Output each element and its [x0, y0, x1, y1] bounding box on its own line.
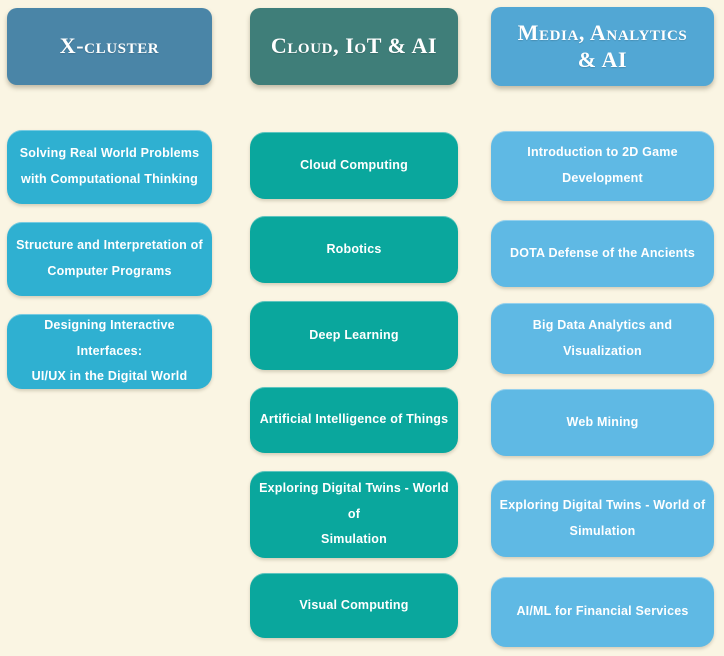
card-visual-computing[interactable]: Visual Computing — [250, 573, 458, 638]
card-robotics[interactable]: Robotics — [250, 216, 458, 283]
card-label: AI/ML for Financial Services — [516, 604, 689, 619]
column-header-media-analytics-ai: Media, Analytics & AI — [491, 7, 714, 86]
card-label: Introduction to 2D Game Development — [527, 145, 678, 185]
card-designing-interactive-interfaces[interactable]: Designing Interactive Interfaces: UI/UX … — [7, 314, 212, 389]
card-exploring-digital-twins-media[interactable]: Exploring Digital Twins - World of Simul… — [491, 480, 714, 557]
card-label: Exploring Digital Twins - World of Simul… — [499, 497, 706, 538]
card-aiml-for-financial-services[interactable]: AI/ML for Financial Services — [491, 577, 714, 647]
card-deep-learning[interactable]: Deep Learning — [250, 301, 458, 370]
card-label: Artificial Intelligence of Things — [259, 412, 449, 427]
card-label: Designing Interactive Interfaces: UI/UX … — [31, 318, 188, 384]
column-header-label: X-cluster — [59, 33, 160, 59]
card-label: Exploring Digital Twins - World of Simul… — [259, 481, 449, 547]
card-label: Web Mining — [566, 414, 639, 429]
card-exploring-digital-twins-cloud[interactable]: Exploring Digital Twins - World of Simul… — [250, 471, 458, 558]
card-artificial-intelligence-of-things[interactable]: Artificial Intelligence of Things — [250, 387, 458, 453]
card-label: DOTA Defense of the Ancients — [509, 245, 696, 260]
card-label: Big Data Analytics and Visualization — [532, 317, 673, 358]
card-cloud-computing[interactable]: Cloud Computing — [250, 132, 458, 199]
card-label: Deep Learning — [309, 327, 399, 342]
card-label: Robotics — [326, 241, 382, 256]
card-dota-defense-of-the-ancients[interactable]: DOTA Defense of the Ancients — [491, 220, 714, 287]
column-header-x-cluster: X-cluster — [7, 8, 212, 85]
card-solving-real-world-problems[interactable]: Solving Real World Problems with Computa… — [7, 130, 212, 204]
card-label: Solving Real World Problems with Computa… — [19, 146, 200, 186]
column-header-label: Cloud, IoT & AI — [270, 33, 438, 59]
card-label: Structure and Interpretation of Computer… — [16, 238, 203, 278]
card-web-mining[interactable]: Web Mining — [491, 389, 714, 456]
card-big-data-analytics-visualization[interactable]: Big Data Analytics and Visualization — [491, 303, 714, 374]
column-header-cloud-iot-ai: Cloud, IoT & AI — [250, 8, 458, 85]
card-intro-2d-game-development[interactable]: Introduction to 2D Game Development — [491, 131, 714, 201]
card-structure-and-interpretation[interactable]: Structure and Interpretation of Computer… — [7, 222, 212, 296]
card-label: Cloud Computing — [300, 157, 408, 172]
column-header-label: Media, Analytics & AI — [517, 20, 688, 72]
card-label: Visual Computing — [299, 597, 409, 612]
